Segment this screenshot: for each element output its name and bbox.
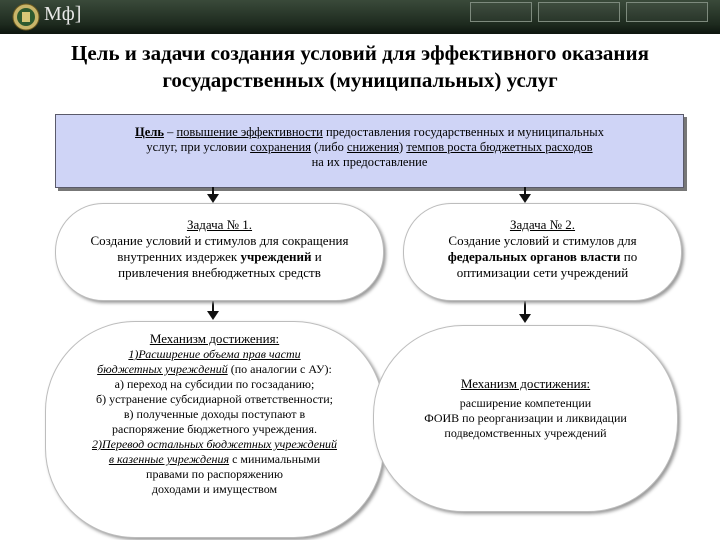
page-title: Цель и задачи создания условий для эффек… [71,41,649,92]
mechanism2-box: Механизм достижения: расширение компетен… [373,325,678,512]
emblem-icon [12,3,40,31]
arrowhead-icon [207,194,219,203]
arrow-task2-mech2 [524,300,526,315]
header-decor [626,2,708,22]
arrowhead-icon [207,311,219,320]
arrow-task1-mech1 [212,300,214,312]
task1-box: Задача № 1. Создание условий и стимулов … [55,203,384,301]
header-bar: Мф] [0,0,720,34]
header-decor [538,2,620,22]
mechanism1-box: Механизм достижения: 1)Расширение объема… [45,321,384,538]
arrow-goal-task1 [212,187,214,195]
task2-box: Задача № 2. Создание условий и стимулов … [403,203,682,301]
goal-box: Цель – повышение эффективности предостав… [55,114,684,188]
arrowhead-icon [519,194,531,203]
arrowhead-icon [519,314,531,323]
logo-text: Мф] [44,3,82,25]
arrow-goal-task2 [524,187,526,195]
header-decor [470,2,532,22]
